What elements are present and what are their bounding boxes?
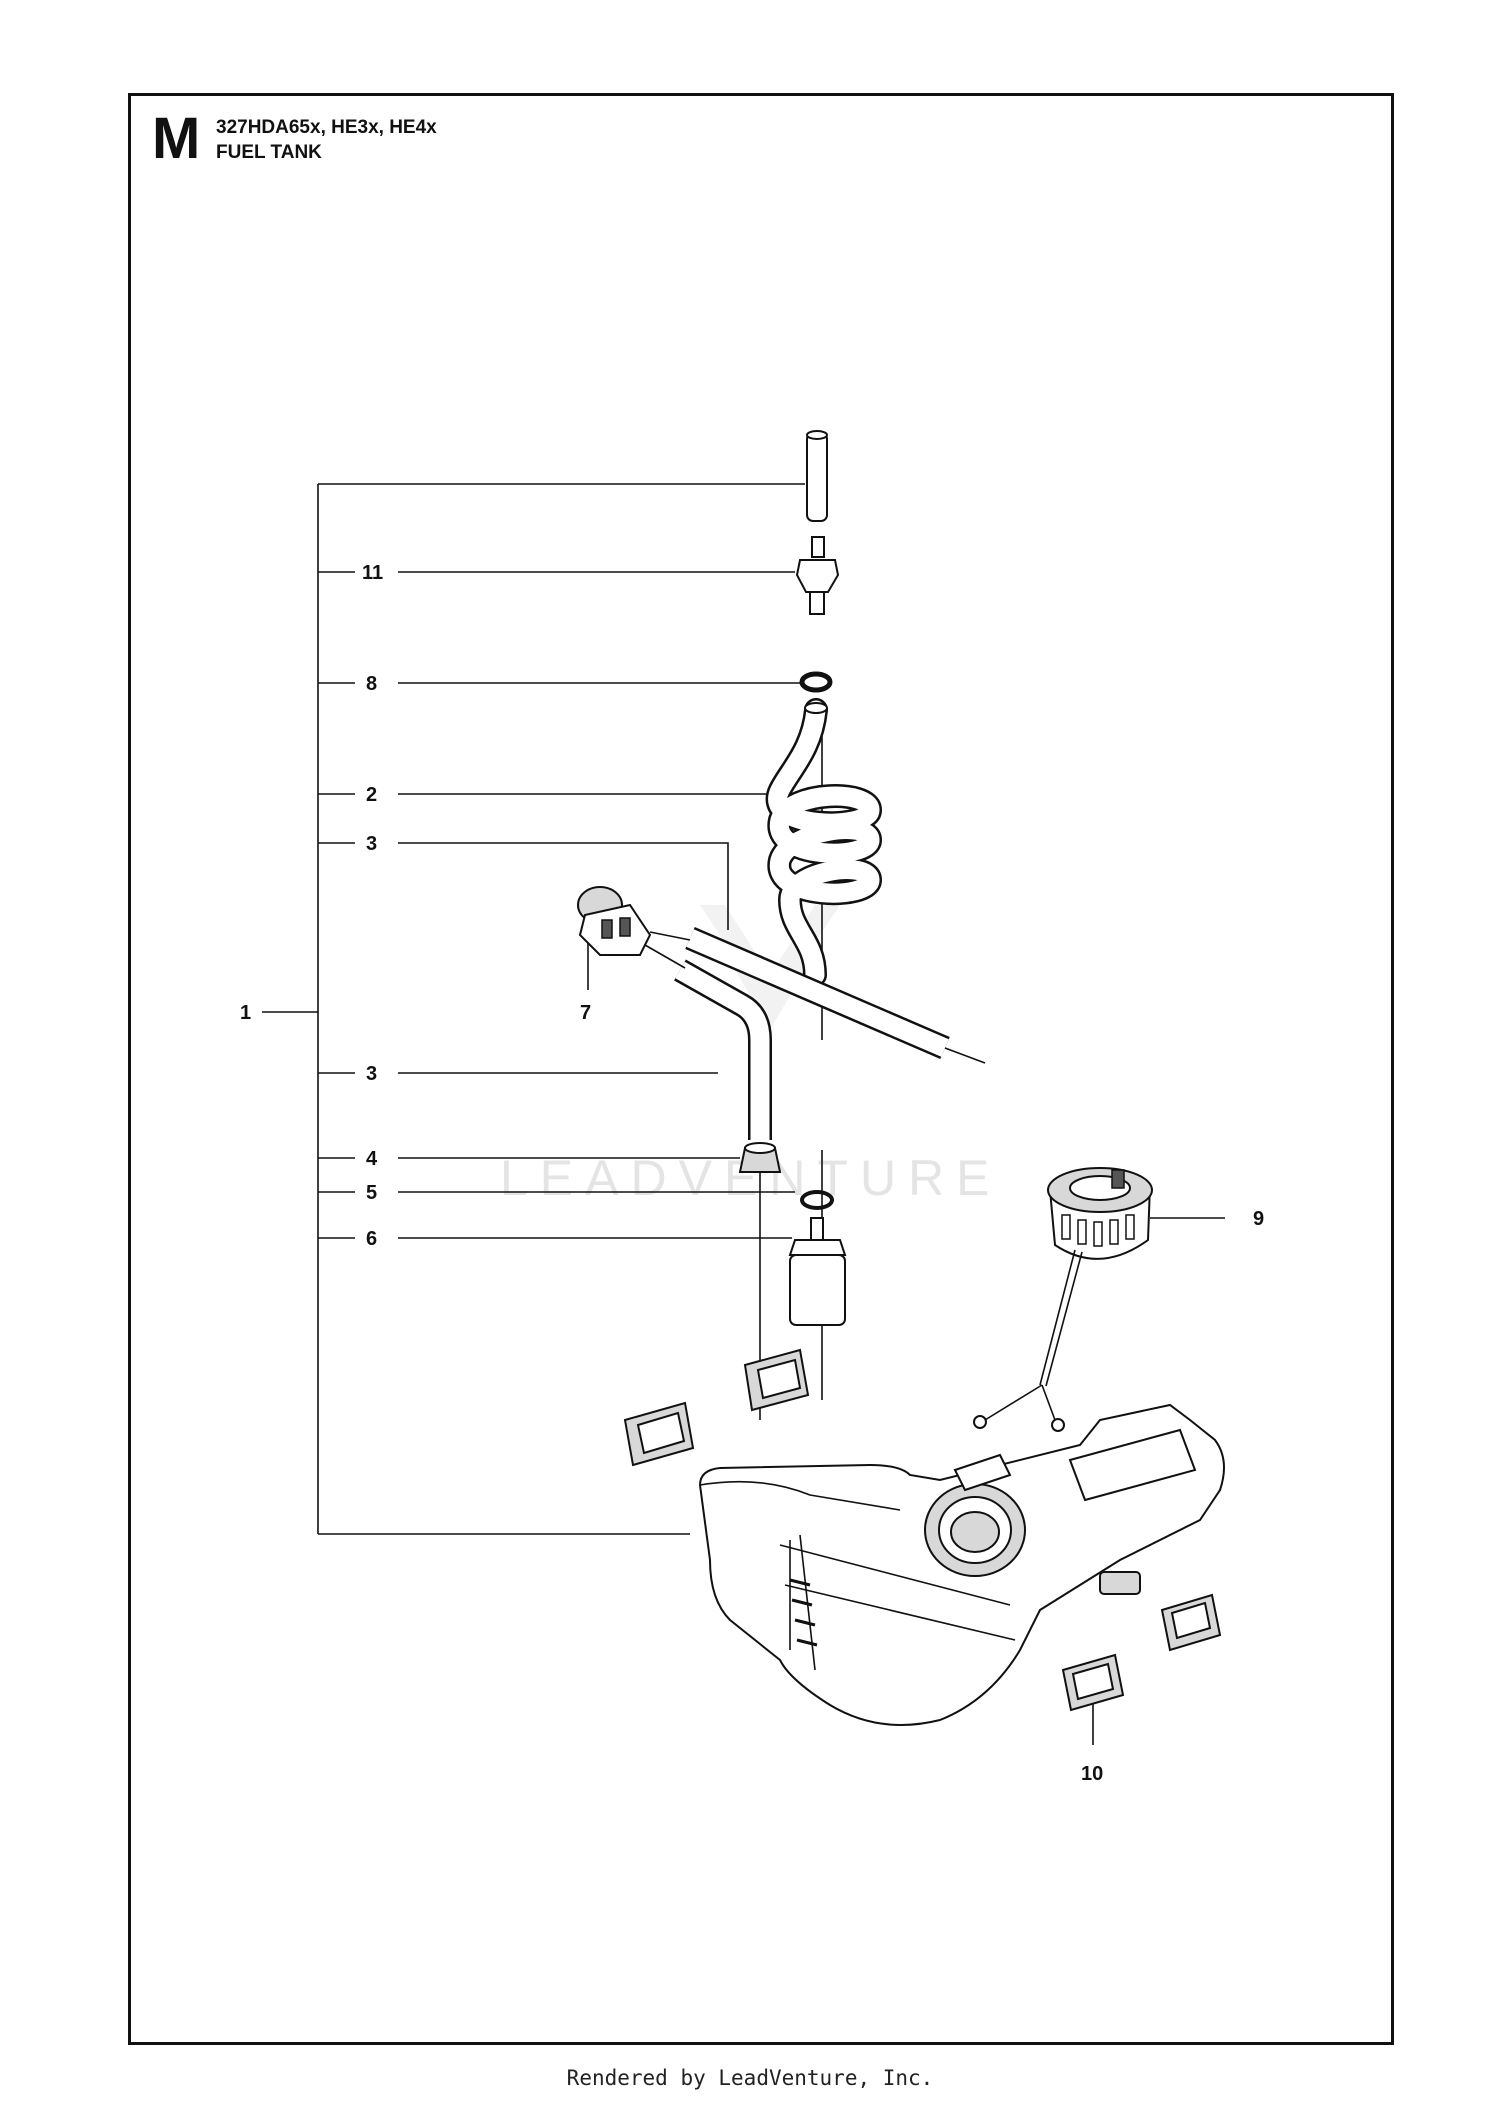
diagram-title: FUEL TANK <box>216 142 322 163</box>
callout-3a: 3 <box>366 833 377 855</box>
callout-9: 9 <box>1253 1208 1264 1230</box>
fuel-line-fitting-part-11 <box>795 430 840 615</box>
model-numbers: 327HDA65x, HE3x, HE4x <box>216 117 437 138</box>
callout-6: 6 <box>366 1228 377 1250</box>
callout-4: 4 <box>366 1148 378 1170</box>
leader-lines <box>318 571 1225 1745</box>
section-letter: M <box>152 106 201 171</box>
fuel-valve-part-7 <box>577 886 691 969</box>
hose-clip-part-5 <box>800 1190 834 1210</box>
callout-8: 8 <box>366 673 377 695</box>
callout-1: 1 <box>240 1002 251 1024</box>
callout-5: 5 <box>366 1182 377 1204</box>
callout-10: 10 <box>1081 1763 1103 1785</box>
fuel-filter-part-6 <box>788 1217 847 1326</box>
fuel-cap-part-9 <box>973 1167 1153 1432</box>
fuel-tank-part-1 <box>698 1403 1225 1726</box>
o-ring-part-8 <box>799 671 833 693</box>
coiled-fuel-hose-part-2 <box>765 698 883 987</box>
footer-credit: Rendered by LeadVenture, Inc. <box>566 2066 934 2090</box>
callout-2: 2 <box>366 784 377 806</box>
callout-3b: 3 <box>366 1063 377 1085</box>
fuel-hoses-part-3 <box>674 926 986 1140</box>
rubber-mounts-part-10 <box>623 1348 1222 1712</box>
diagram-frame <box>128 93 1394 2045</box>
callout-11: 11 <box>362 562 383 584</box>
assembly-bracket <box>262 483 805 1535</box>
callout-7: 7 <box>580 1002 591 1024</box>
